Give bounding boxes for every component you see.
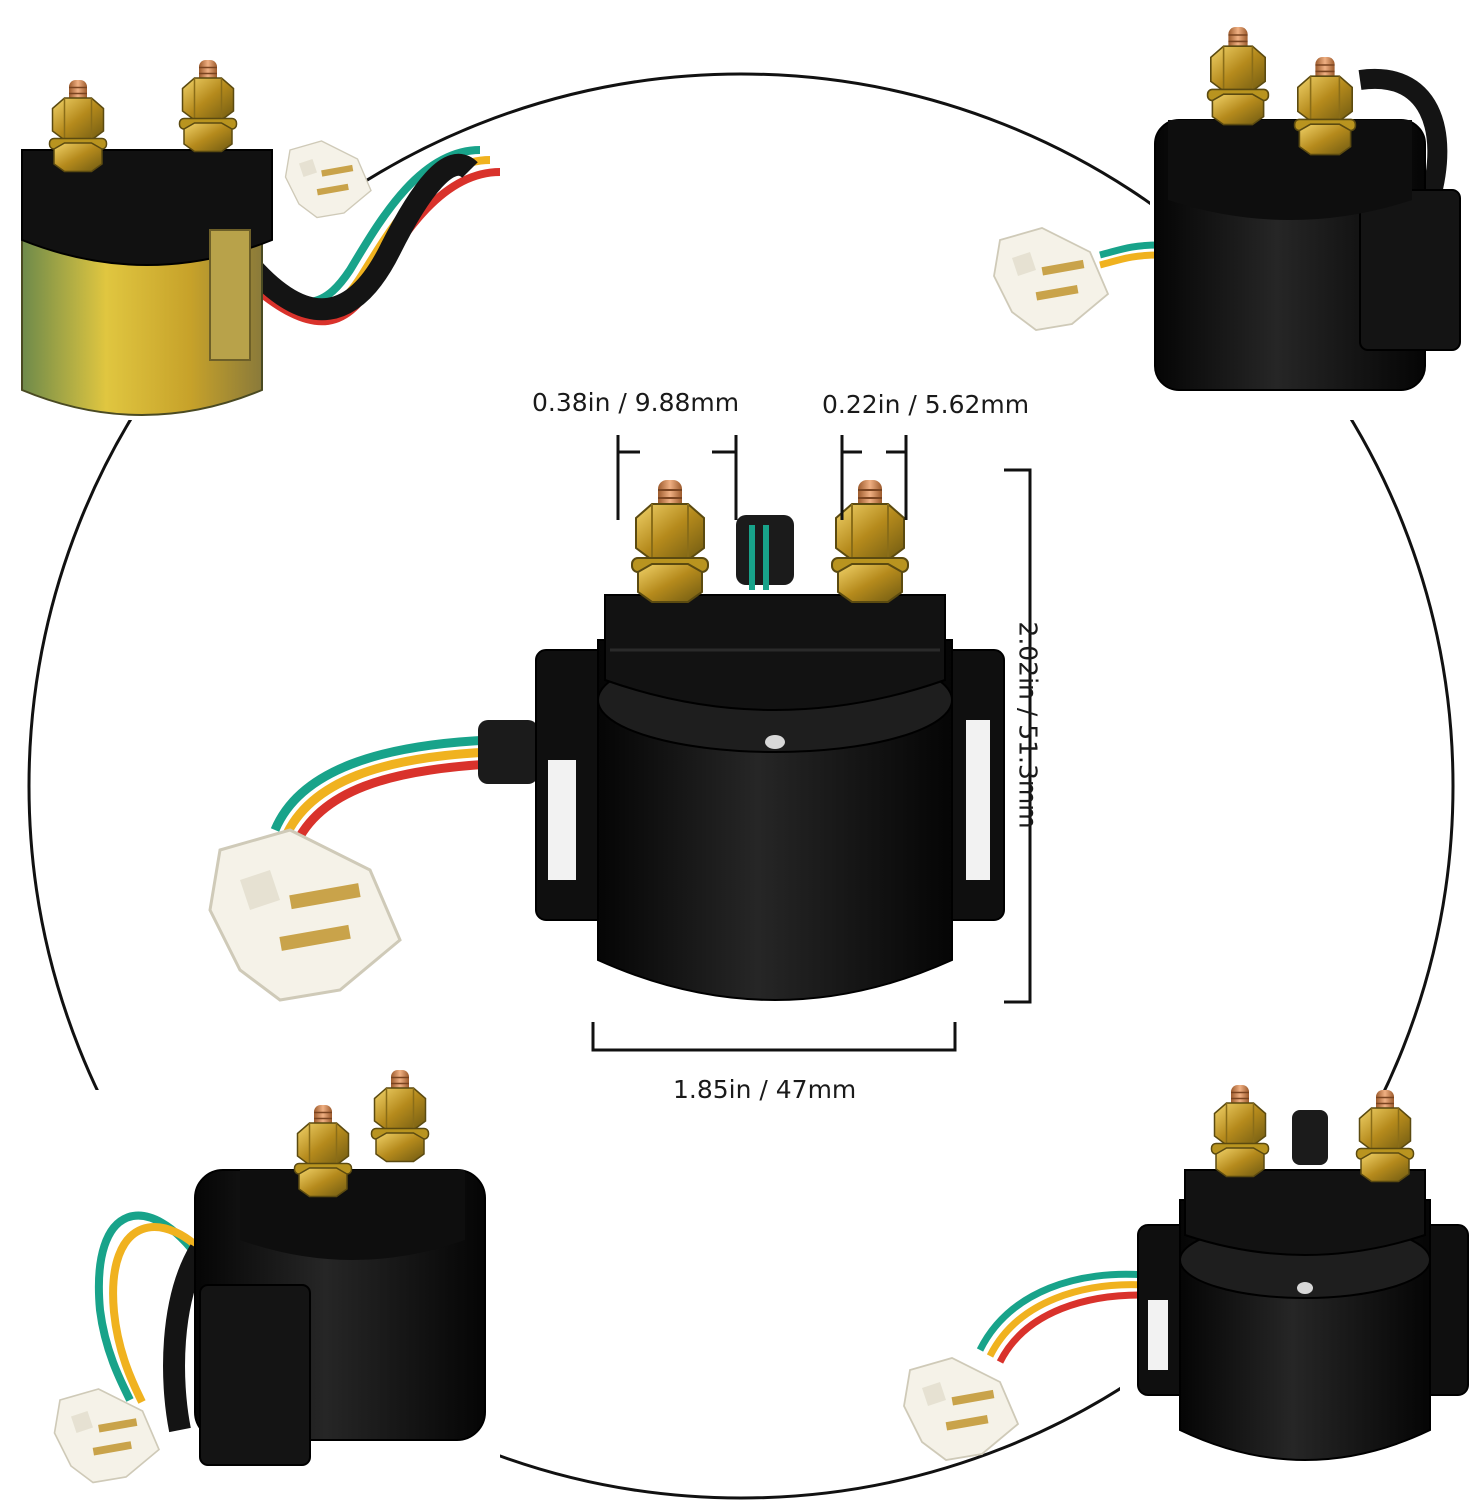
solenoid-top-right: [993, 26, 1461, 391]
solenoid-top-left: [21, 59, 501, 416]
outline-circle: [27, 72, 1455, 1500]
solenoid-center: [208, 479, 1005, 1002]
dimension-lines: [591, 435, 1032, 1052]
dimension-terminal-left-label: 0.38in / 9.88mm: [532, 388, 740, 417]
solenoid-bottom-right: [903, 1084, 1469, 1461]
dimension-width-label: 1.85in / 47mm: [673, 1075, 857, 1104]
dimension-terminal-right-label: 0.22in / 5.62mm: [822, 390, 1030, 419]
solenoid-bottom-left: [53, 1069, 486, 1484]
dimension-height-label: 2.02in / 51.3mm: [1013, 621, 1043, 829]
